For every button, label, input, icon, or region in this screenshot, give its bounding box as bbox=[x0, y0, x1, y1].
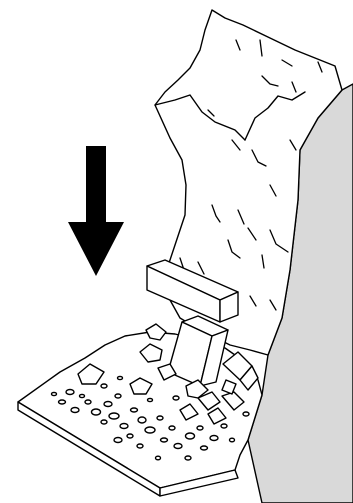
talus-apron bbox=[18, 332, 262, 496]
down-arrow-icon bbox=[68, 146, 124, 276]
